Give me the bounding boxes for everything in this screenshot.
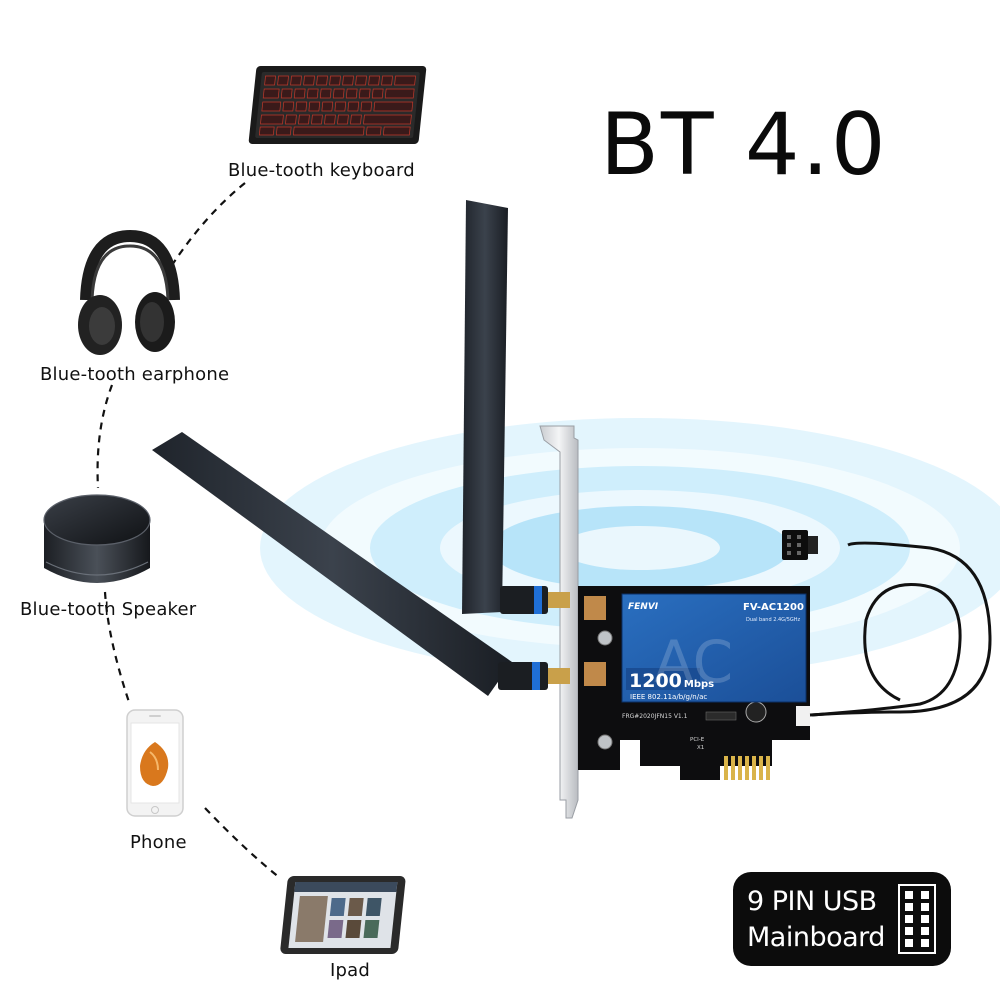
card-slot-label: PCI-E [690,737,705,743]
speaker-image [43,494,151,583]
phone-image [126,709,184,817]
card-pcb-code: FRG#2020JFN15 V1.1 [622,713,688,720]
card-model: FV-AC1200 [743,602,804,613]
label-keyboard: Blue-tooth keyboard [228,160,415,181]
card-brand: FENVI [628,602,659,612]
label-ipad: Ipad [330,960,370,981]
usb-cable [809,541,992,717]
headphones-image [78,229,180,355]
label-phone: Phone [130,832,187,853]
bt-version-title: BT 4.0 [600,95,888,195]
usb-badge-line2: Mainboard [747,922,885,953]
card-standard: IEEE 802.11a/b/g/n/ac [630,693,707,701]
label-speaker: Blue-tooth Speaker [20,599,197,620]
antenna-angled [152,432,570,696]
usb-header-connector [782,530,818,560]
connection-dashes [96,182,281,879]
pin-header-icon [898,884,936,954]
card-band: Dual band 2.4G/5GHz [746,617,801,623]
pci-bracket [539,425,579,819]
keyboard-image [248,66,427,144]
usb-badge-line1: 9 PIN USB [747,886,877,917]
label-earphone: Blue-tooth earphone [40,364,230,385]
card-slot-size: X1 [697,745,704,751]
card-watermark: AC [654,628,733,696]
card-label: AC FENVI FV-AC1200 Dual band 2.4G/5GHz 1… [621,593,807,751]
tablet-image [280,876,406,954]
antenna-vertical [462,200,570,614]
usb-mainboard-badge: 9 PIN USB Mainboard [733,872,951,966]
